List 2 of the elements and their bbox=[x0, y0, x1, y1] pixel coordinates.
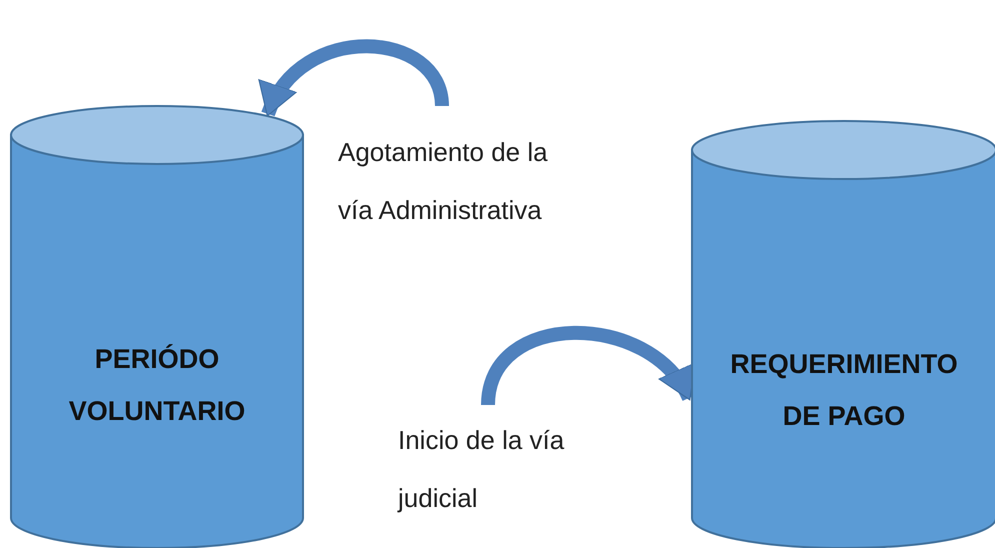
node-label: PERIÓDO VOLUNTARIO bbox=[68, 343, 246, 428]
node-label: REQUERIMIENTO DE PAGO bbox=[729, 348, 959, 433]
